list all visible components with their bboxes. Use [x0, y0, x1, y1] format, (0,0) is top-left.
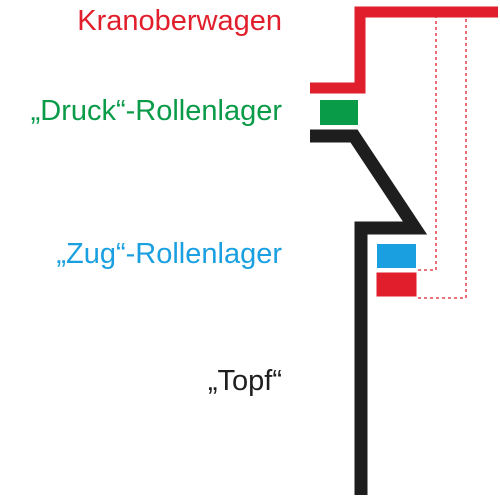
- oberwagen-outline: [310, 6, 498, 94]
- oberwagen-lower-block: [376, 272, 417, 297]
- topf-label: „Topf“: [207, 365, 282, 397]
- oberwagen-structure: [310, 6, 498, 299]
- oberwagen-dashed-connection-inner: [418, 14, 437, 271]
- topf-structure: [310, 129, 428, 495]
- oberwagen-dashed-connection-outer: [418, 14, 467, 299]
- oberwagen-label: Kranoberwagen: [77, 5, 282, 37]
- druck-rollenlager-block: [320, 100, 358, 125]
- druck-rollenlager-label: „Druck“-Rollenlager: [30, 95, 282, 127]
- zug-rollenlager-block: [377, 244, 416, 268]
- zug-rollenlager-label: „Zug“-Rollenlager: [56, 238, 282, 270]
